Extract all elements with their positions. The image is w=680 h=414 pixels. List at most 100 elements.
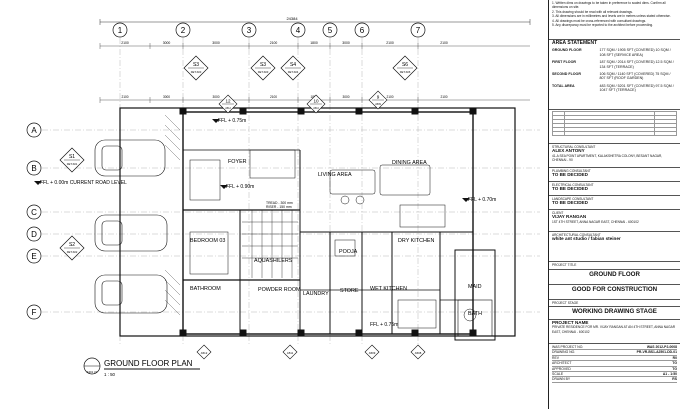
svg-text:S3: S3: [260, 62, 266, 68]
landscape-consultant: LANDSCAPE CONSULTANT TO BE DECIDED: [549, 196, 680, 210]
dimension-text: 2100: [386, 95, 393, 99]
grid-col-label: 5: [328, 26, 333, 35]
svg-text:DET-S01: DET-S01: [67, 162, 78, 166]
svg-text:A510: A510: [313, 107, 319, 110]
bottom-tags: A512 A511 A509 A508: [196, 344, 426, 360]
stair-riser: RISER - 150 mm: [266, 205, 292, 209]
svg-text:A509: A509: [369, 351, 376, 355]
bottom-section-tag: A508: [410, 344, 426, 360]
sheet-title: GROUND FLOOR: [549, 270, 680, 285]
grid-row-label: E: [31, 252, 36, 261]
drawing-field: WAS PROJECT NO.WAS 2012-P2-0008: [552, 345, 677, 351]
architect-box: ARCHITECTURAL CONSULTANT white ant studi…: [549, 232, 680, 262]
dimension-text: 2100: [440, 95, 447, 99]
grid-col-bubble: [322, 22, 338, 38]
room-dry-kitchen: DRY KITCHEN: [398, 238, 434, 244]
bottom-section-tag: A511: [282, 344, 298, 360]
client-box: CLIENT VIJAY RANGAN 1ST 4TH STREET, ANNA…: [549, 210, 680, 232]
svg-text:S2: S2: [69, 242, 75, 248]
bottom-section-tag: A509: [364, 344, 380, 360]
svg-text:DET-S04: DET-S04: [288, 70, 299, 74]
structural-address: 41-A SEA POINT APARTMENT, KALAKSHETRA CO…: [552, 153, 663, 163]
dimension-text: 3000: [212, 41, 220, 45]
room-bathroom: BATHROOM: [190, 286, 221, 292]
svg-text:A508: A508: [415, 351, 422, 355]
room-maid: MAID: [468, 284, 482, 290]
room-bath: BATH: [468, 311, 482, 317]
room-wet-kitchen: WET KITCHEN: [370, 286, 407, 292]
level-ffl-4: FFL + 0.75m: [370, 322, 398, 328]
room-store: STORE: [340, 288, 359, 294]
grid-row-label: F: [32, 308, 37, 317]
note-line: 3. All dimensions are in millimetres and…: [552, 14, 671, 19]
level-road: FFL + 0.00m CURRENT ROAD LEVEL: [40, 180, 127, 186]
grid-col-label: 1: [118, 26, 123, 35]
grid-col-bubble: [410, 22, 426, 38]
project-stage: WORKING DRAWING STAGE: [549, 307, 680, 320]
level-ffl-2: FFL + 0.90m: [226, 184, 254, 190]
dimension-text: 2100: [270, 95, 277, 99]
general-notes: 1. Written dims on drawings to be taken …: [549, 0, 680, 40]
svg-text:DET-S03: DET-S03: [258, 70, 269, 74]
dimension-text: 3000: [212, 95, 219, 99]
svg-text:10: 10: [313, 99, 319, 104]
walls: [94, 107, 516, 341]
grid-col-label: 7: [416, 26, 421, 35]
dimension-text: 2100: [440, 41, 448, 45]
level-markers: FFL + 0.75m FFL + 0.90m FFL + 0.70m FFL …: [34, 118, 496, 328]
svg-text:S6: S6: [402, 62, 408, 68]
grid-row-label: C: [31, 208, 37, 217]
grid-col-bubble: [290, 22, 306, 38]
note-line: 4. All drawings must be cross-referenced…: [552, 18, 647, 23]
structural-name: ALEX ANTONY: [552, 148, 585, 154]
section-markers: S3DET-S03S3DET-S03S4DET-S04S6DET-S06S1DE…: [59, 55, 418, 261]
dimension-text: 3000: [342, 95, 349, 99]
note-line: 1. Written dims on drawings to be taken …: [552, 1, 666, 10]
grid-row-bubble: [26, 226, 42, 242]
structural-consultant: STRUCTURAL CONSULTANT ALEX ANTONY 41-A S…: [549, 144, 680, 168]
svg-text:S3: S3: [193, 62, 199, 68]
room-dining: DINING AREA: [392, 160, 427, 166]
svg-text:DET-S06: DET-S06: [400, 70, 411, 74]
plan-title: GROUND FLOOR PLAN: [104, 359, 193, 368]
room-laundry: LAUNDRY: [303, 291, 329, 297]
overall-dimension: 24384: [286, 16, 298, 21]
area-title: AREA STATEMENT: [552, 40, 598, 46]
grid-row-bubble: [26, 122, 42, 138]
dimension-text: 3000: [163, 41, 171, 45]
dimension-text: 2100: [121, 41, 129, 45]
dimension-text: 2100: [386, 41, 394, 45]
title-block: 1. Written dims on drawings to be taken …: [548, 0, 680, 409]
svg-text:DET-S02: DET-S02: [67, 250, 78, 254]
grid-row-label: A: [31, 126, 37, 135]
svg-text:9: 9: [377, 95, 380, 100]
project-title-label: PROJECT TITLE: [549, 262, 680, 270]
grid-col-bubble: [241, 22, 257, 38]
note-line: 2. This drawing should be read with all …: [552, 9, 633, 14]
project-name: PRIVATE RESIDENCE FOR MR. VIJAY RANGAN A…: [552, 325, 676, 334]
bottom-section-tag: A512: [196, 344, 212, 360]
plumbing-consultant: PLUMBING CONSULTANT TO BE DECIDED: [549, 168, 680, 182]
dimension-text: 3000: [342, 41, 350, 45]
svg-text:A511: A511: [287, 351, 294, 355]
drawing-field: DRAWING NO.PR-VR-BS1-A2501-DD-01: [552, 350, 677, 356]
project-name-box: PROJECT NAME PRIVATE RESIDENCE FOR MR. V…: [549, 320, 680, 344]
